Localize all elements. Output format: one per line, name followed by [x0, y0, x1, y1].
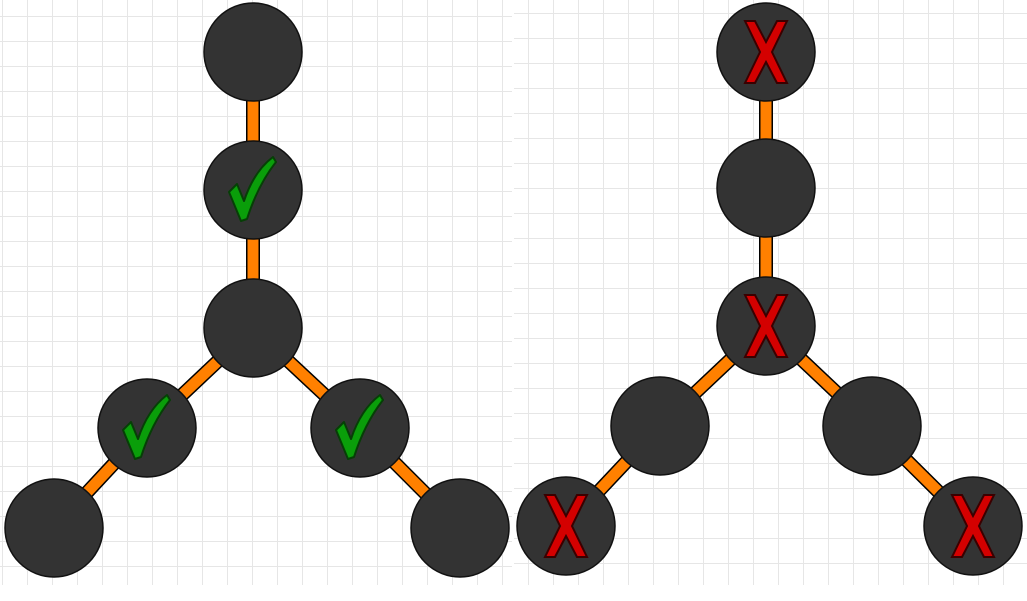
checkmark-icon: [122, 394, 171, 460]
cross-icon: [543, 494, 589, 558]
edge-left-branch-left-leaf: [591, 453, 635, 499]
edge-right-branch-right-leaf: [899, 452, 946, 500]
node-left-branch: [610, 376, 710, 476]
checkmark-icon: [228, 156, 277, 222]
left-graph-panel: [0, 0, 512, 585]
edge-right-branch-right-leaf: [386, 454, 434, 502]
edge-center-left-branch: [687, 351, 739, 401]
right-graph-diagram: [516, 2, 1023, 576]
cross-icon: [950, 494, 996, 558]
cross-icon: [743, 20, 789, 84]
node-left-leaf: [4, 478, 104, 578]
node-right-leaf: [410, 478, 510, 578]
node-top: [203, 2, 303, 102]
left-graph-diagram: [4, 2, 510, 578]
edge-center-right-branch: [793, 351, 845, 401]
node-upper-middle: [716, 138, 816, 238]
node-center: [203, 278, 303, 378]
node-right-branch: [822, 376, 922, 476]
edge-center-right-branch: [281, 353, 332, 403]
edge-left-branch-left-leaf: [79, 456, 122, 500]
checkmark-icon: [335, 394, 384, 460]
edge-center-left-branch: [174, 353, 226, 403]
cross-icon: [743, 294, 789, 358]
right-graph-panel: [514, 0, 1027, 585]
